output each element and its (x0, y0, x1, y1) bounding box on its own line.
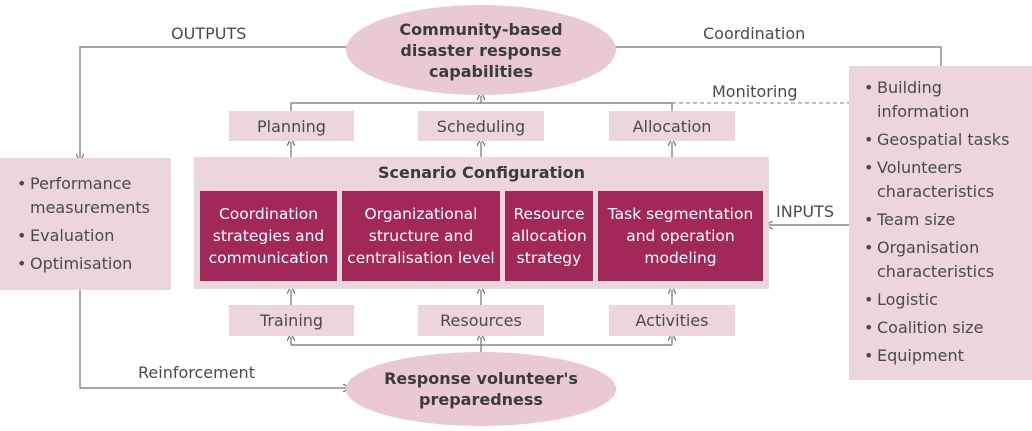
panel-item: • Building information (864, 76, 1009, 124)
panel-item-line: characteristics (877, 182, 995, 201)
component-line: Resource (513, 205, 585, 223)
component-line: structure and (368, 227, 474, 245)
inputs-label: INPUTS (776, 202, 834, 221)
allocation-box: Allocation (609, 111, 735, 141)
reinforcement-label: Reinforcement (138, 363, 255, 382)
panel-item-line: Evaluation (30, 226, 115, 245)
evaluation-panel: • Performance measurements • Evaluation … (0, 158, 171, 290)
panel-item: • Evaluation (17, 224, 150, 248)
component-line: allocation (511, 227, 587, 245)
top-node-line-3: capabilities (429, 61, 533, 81)
panel-item-line: Organisation (877, 238, 980, 257)
task-segmentation-box: Task segmentation and operation modeling (598, 191, 763, 281)
panel-item-line: Logistic (877, 290, 938, 309)
volunteer-preparedness-node: Response volunteer's preparedness (346, 352, 616, 426)
panel-item-line: Performance (30, 174, 132, 193)
activities-box: Activities (609, 305, 735, 336)
panel-item-line: Geospatial tasks (877, 130, 1010, 149)
coordination-strategies-box: Coordination strategies and communicatio… (200, 191, 337, 281)
component-line: Organizational (364, 205, 478, 223)
panel-item: • Volunteers characteristics (864, 156, 1009, 204)
panel-item-line: Coalition size (877, 318, 984, 337)
top-node-line-2: disaster response (400, 40, 562, 60)
panel-item-line: Volunteers (877, 158, 963, 177)
resource-allocation-box: Resource allocation strategy (505, 191, 593, 281)
panel-item: • Coalition size (864, 316, 1009, 340)
panel-item-line: measurements (30, 198, 150, 217)
component-line: centralisation level (347, 249, 495, 267)
component-line: communication (208, 249, 329, 267)
reinforcement-line (79, 290, 347, 388)
component-line: strategy (516, 249, 582, 267)
scenario-configuration: Scenario Configuration Coordination stra… (194, 157, 769, 289)
outputs-label: OUTPUTS (171, 24, 247, 43)
panel-item: • Equipment (864, 344, 1009, 368)
panel-item-line: Team size (877, 210, 956, 229)
bottom-node-line-1: Response volunteer's (384, 369, 578, 388)
monitoring-label: Monitoring (712, 82, 798, 101)
training-box: Training (229, 305, 354, 336)
scheduling-box: Scheduling (418, 111, 544, 141)
component-line: Task segmentation (607, 205, 754, 223)
component-line: Coordination (218, 205, 319, 223)
panel-item-line: characteristics (877, 262, 995, 281)
panel-item-line: Equipment (877, 346, 964, 365)
panel-item: • Performance measurements (17, 172, 150, 220)
scenario-title: Scenario Configuration (377, 163, 585, 182)
panel-item: • Optimisation (17, 252, 150, 276)
resources-box: Resources (418, 305, 544, 336)
outputs-line (80, 46, 348, 158)
component-line: and operation (626, 227, 735, 245)
panel-item-line: Optimisation (30, 254, 133, 273)
bottom-node-line-2: preparedness (419, 390, 543, 409)
inputs-panel: • Building information • Geospatial task… (849, 66, 1032, 380)
top-node-line-1: Community-based (399, 19, 563, 39)
panel-item: • Logistic (864, 288, 1009, 312)
component-line: strategies and (212, 227, 325, 245)
panel-item: • Geospatial tasks (864, 128, 1010, 152)
coordination-label: Coordination (703, 24, 806, 43)
panel-item-line: information (877, 102, 970, 121)
panel-item: • Team size (864, 208, 1009, 232)
organizational-structure-box: Organizational structure and centralisat… (342, 191, 500, 281)
panel-item: • Organisation characteristics (864, 236, 1009, 284)
community-capabilities-node: Community-based disaster response capabi… (346, 5, 616, 95)
coordination-line (614, 46, 942, 66)
panel-item-line: Building (877, 78, 942, 97)
component-line: modeling (644, 249, 717, 267)
planning-box: Planning (229, 111, 354, 141)
